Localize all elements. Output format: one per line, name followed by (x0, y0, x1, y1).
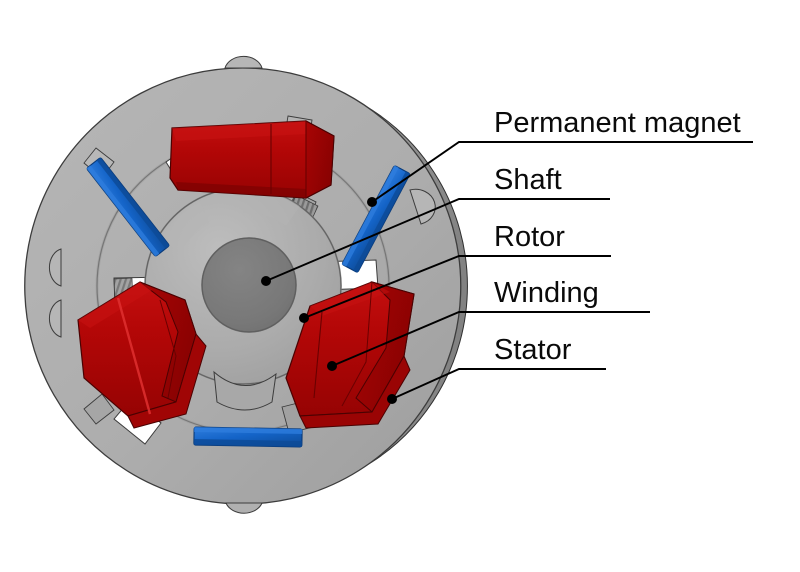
windings-group (77, 120, 415, 429)
leader-permanent-magnet (371, 141, 489, 203)
shaft-rim (201, 237, 297, 333)
winding-top (169, 120, 335, 199)
stator-mounting-notches (48, 55, 436, 514)
leader-dot-winding (327, 361, 337, 371)
leader-rotor (303, 255, 489, 319)
permanent-magnets-group (86, 157, 411, 448)
callout-leaders (261, 141, 489, 404)
leader-dot-rotor (299, 313, 309, 323)
label-shaft: Shaft (494, 164, 562, 196)
label-stator: Stator (494, 334, 572, 366)
permanent-magnet-bottom (193, 426, 303, 448)
leader-stator (391, 368, 489, 400)
permanent-magnet-top-right (341, 165, 411, 273)
permanent-magnet-top-left (86, 157, 170, 257)
winding-right (285, 280, 415, 429)
label-permanent-magnet: Permanent magnet (494, 107, 741, 139)
label-winding: Winding (494, 277, 599, 309)
label-rotor: Rotor (494, 221, 565, 253)
callout-labels: Permanent magnet Shaft Rotor Winding Sta… (494, 107, 741, 366)
leader-dot-stator (387, 394, 397, 404)
callout-underlines (489, 141, 753, 370)
leader-winding (331, 311, 489, 367)
rotor-pole-foot (213, 370, 277, 411)
winding-left (77, 281, 207, 429)
leader-dot-shaft (261, 276, 271, 286)
leader-shaft (265, 198, 489, 282)
rotor-web-detail (160, 188, 300, 252)
leader-dot-permanent-magnet (367, 197, 377, 207)
